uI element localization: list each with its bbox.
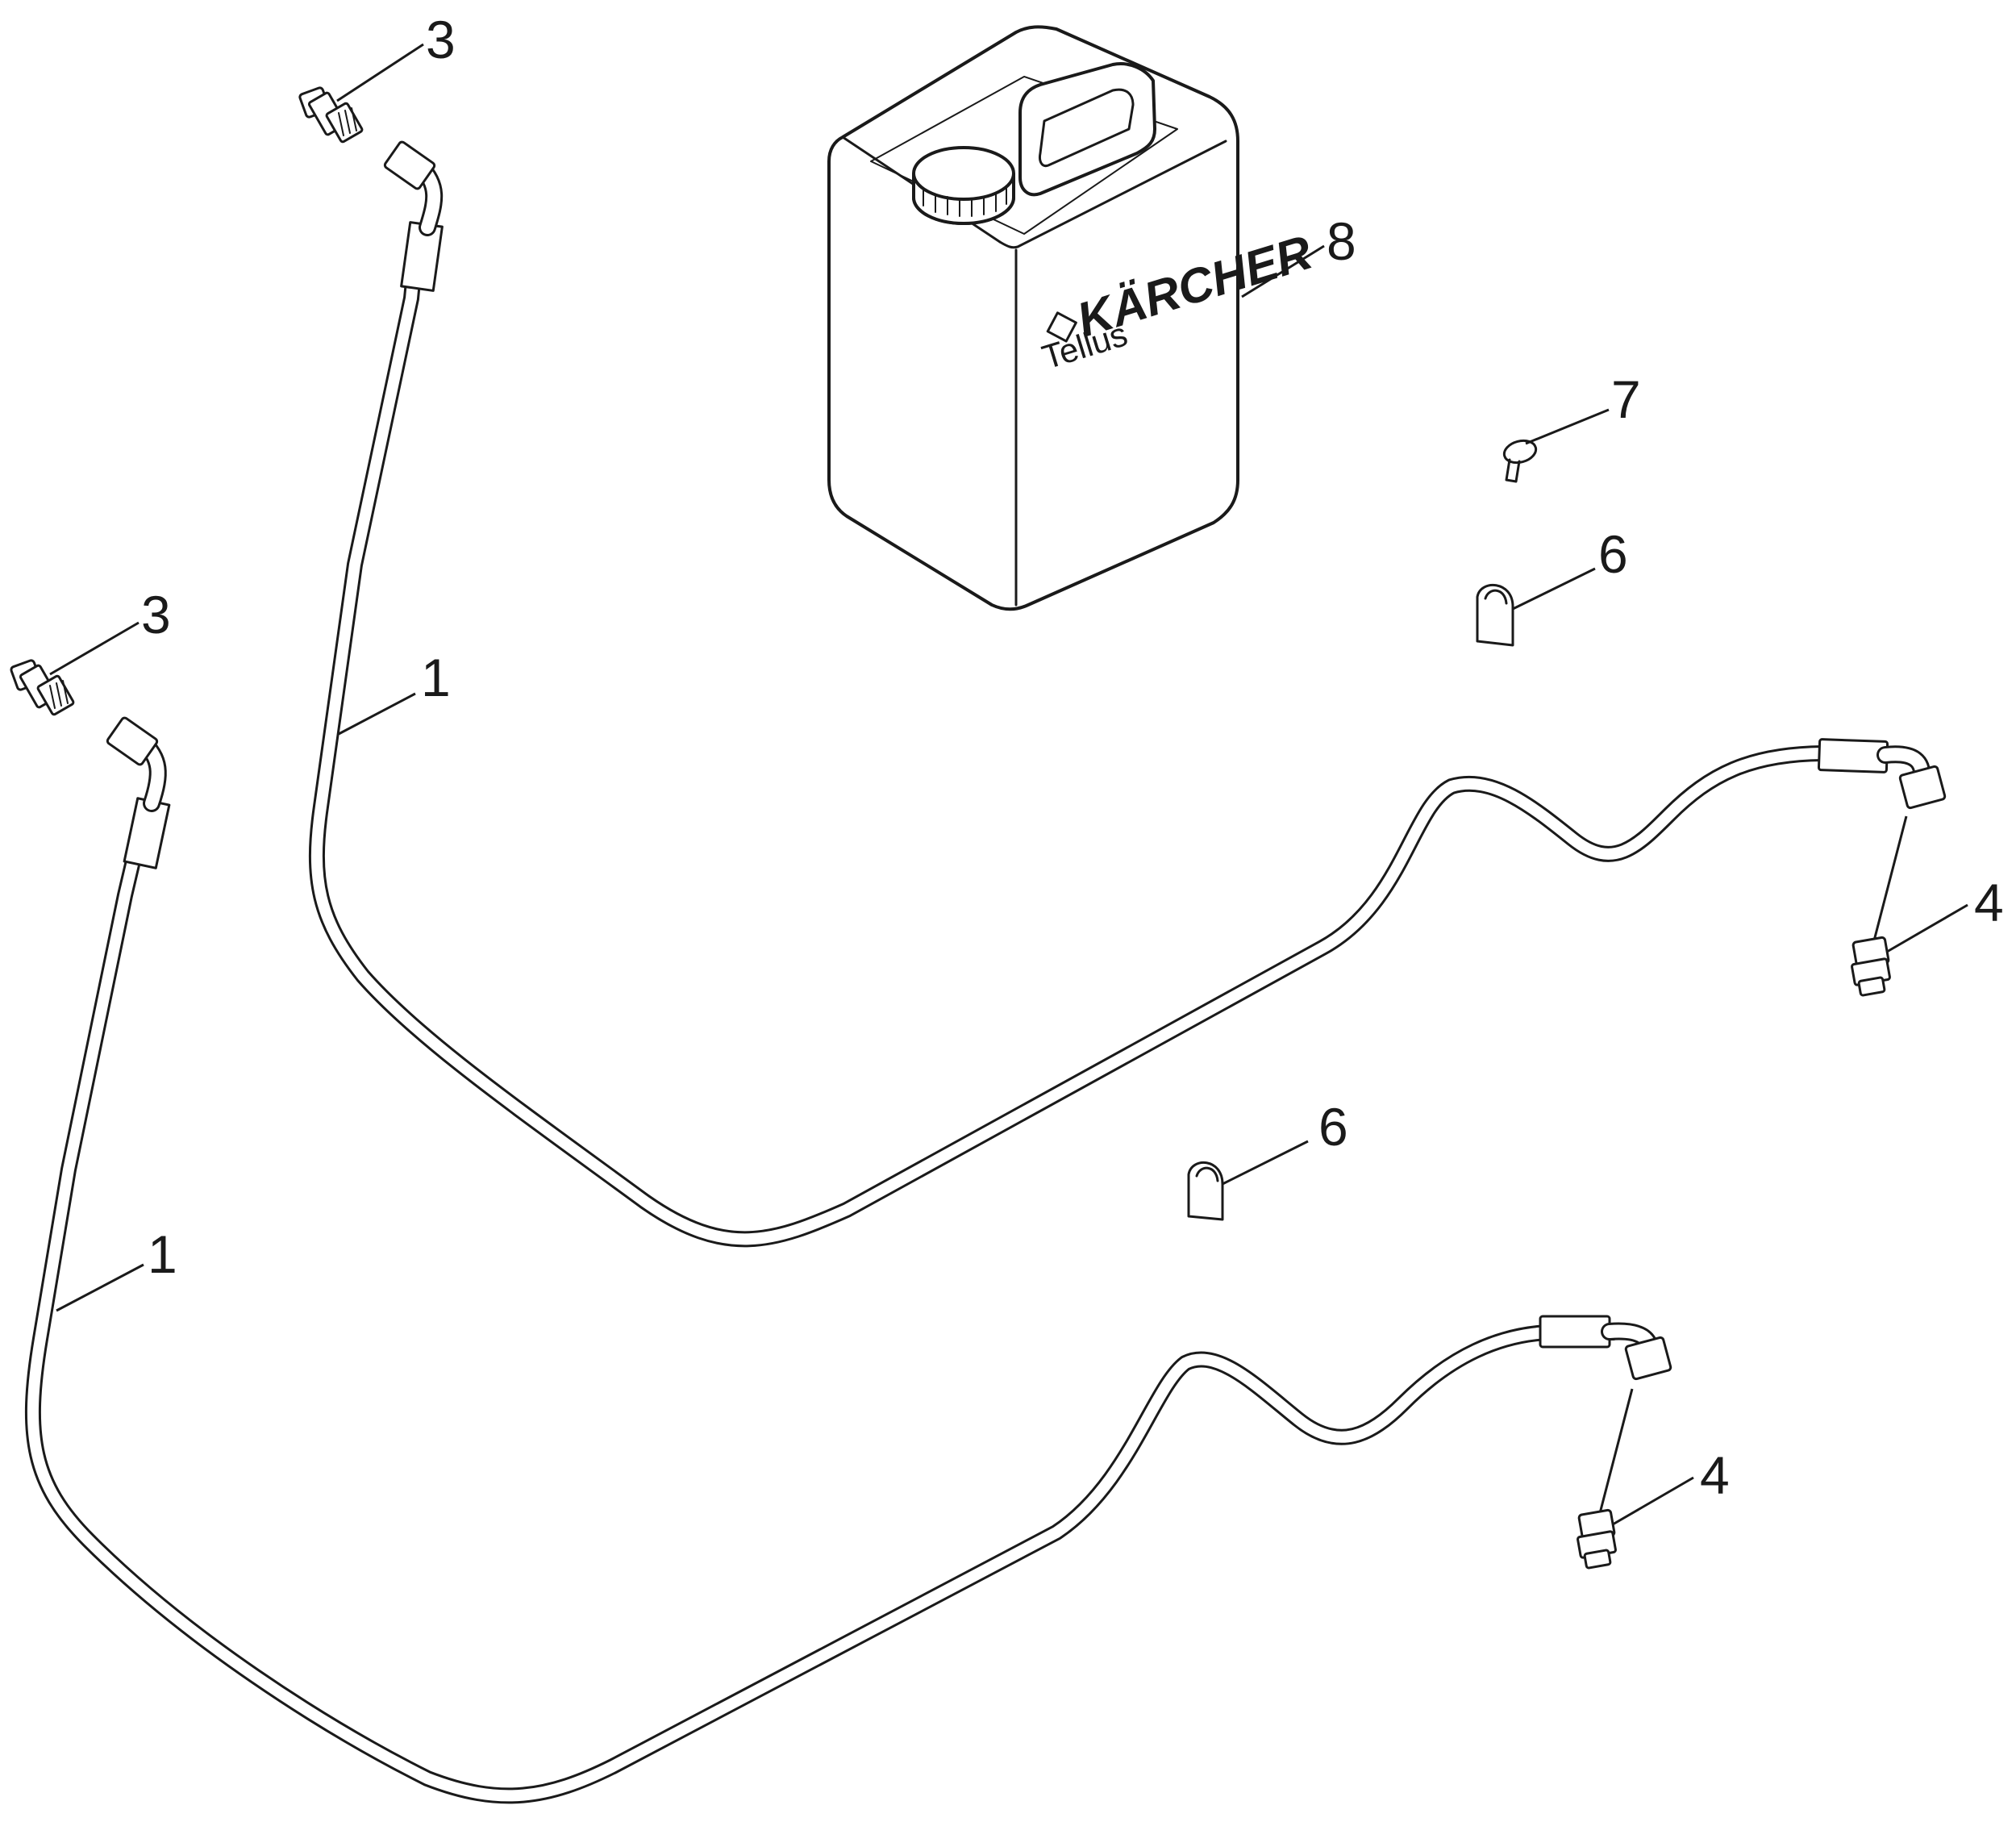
callout-fitting-lower: 4 xyxy=(1700,1445,1730,1505)
clip-upper xyxy=(1476,584,1514,647)
callout-clip-upper: 6 xyxy=(1598,524,1628,584)
nipple-upper xyxy=(298,86,364,144)
callout-clip-lower: 6 xyxy=(1318,1097,1348,1157)
callout-canister: 8 xyxy=(1327,211,1356,271)
callout-hose-lower: 1 xyxy=(148,1224,177,1284)
callout-screw: 7 xyxy=(1611,369,1641,429)
canister: KÄRCHER Tellus xyxy=(827,25,1318,611)
nipple-lower xyxy=(10,659,75,716)
callout-nipple-upper: 3 xyxy=(426,10,456,69)
hose-lower xyxy=(24,716,1672,1804)
callout-hose-upper: 1 xyxy=(421,648,451,707)
callouts: 3 3 8 7 6 6 1 1 4 4 xyxy=(49,10,2004,1526)
fitting-upper xyxy=(1851,815,1908,997)
hose-upper xyxy=(308,140,1947,1248)
screw xyxy=(1502,439,1538,483)
callout-fitting-upper: 4 xyxy=(1974,873,2004,932)
fitting-lower xyxy=(1577,1388,1634,1570)
callout-nipple-lower: 3 xyxy=(141,585,171,644)
clip-lower xyxy=(1187,1161,1224,1221)
